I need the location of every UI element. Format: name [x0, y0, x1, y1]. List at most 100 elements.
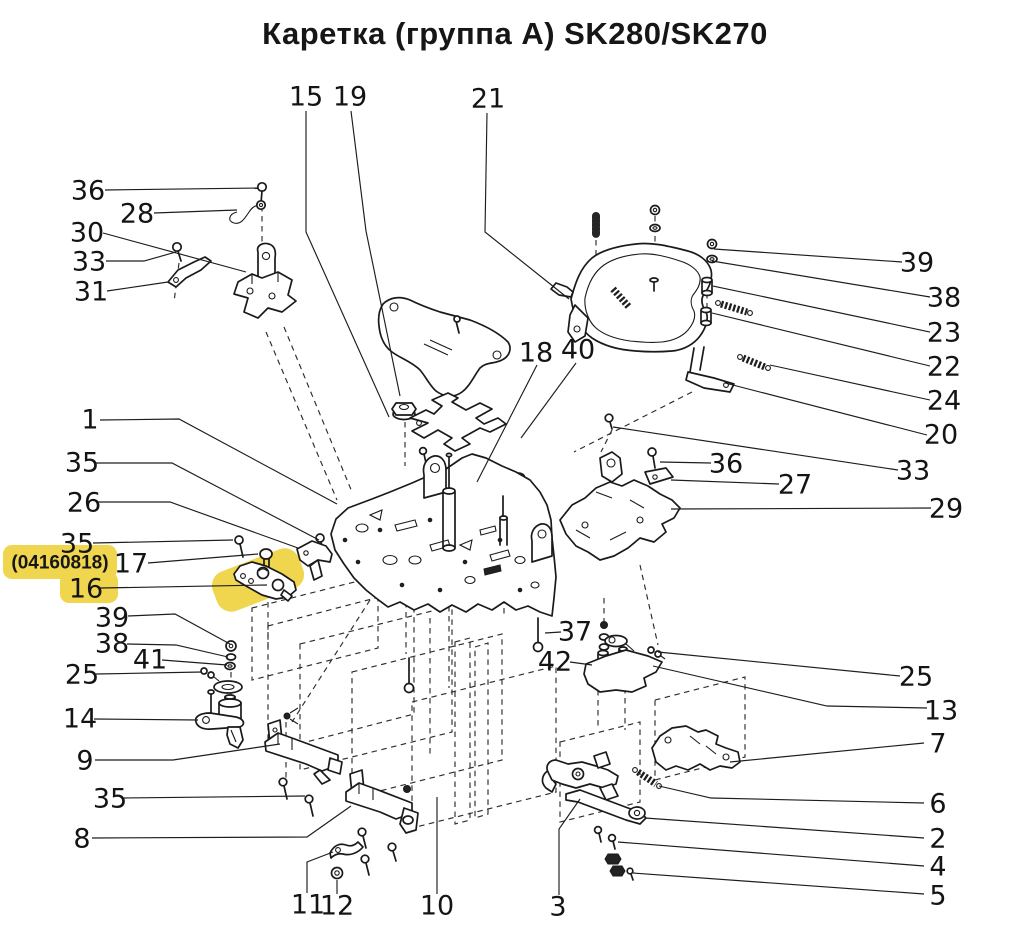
- part-label-r24: 24: [927, 386, 961, 417]
- leader-r29: [670, 507, 932, 510]
- part-label-b3: 3: [549, 892, 566, 923]
- part-label-l26: 26: [67, 488, 101, 519]
- page-title: Каретка (группа А) SK280/SK270: [262, 16, 768, 51]
- leader-r23: [712, 285, 931, 333]
- bracket-3: [541, 751, 619, 793]
- screws-4: [593, 825, 617, 850]
- leader-tl28: [153, 209, 238, 214]
- part-label-r33: 33: [896, 456, 930, 487]
- leader-l8: [91, 805, 352, 839]
- part-16-highlighted: [233, 561, 297, 602]
- part-label-l35b: 35: [60, 529, 94, 560]
- clip-25-right: [647, 646, 655, 654]
- construction-lines: [173, 206, 746, 829]
- hook-28: [229, 199, 267, 224]
- h-plate-18: [409, 392, 507, 452]
- leader-r27: [670, 479, 780, 485]
- leader-l1: [99, 418, 338, 505]
- part-label-l14: 14: [63, 704, 97, 735]
- leader-r2: [644, 817, 925, 839]
- part-label-r27: 27: [778, 470, 812, 501]
- screw-small-top-plate: [418, 446, 428, 464]
- leader-r33: [612, 426, 899, 471]
- part-label-t19: 19: [333, 82, 367, 113]
- leader-r4: [617, 841, 925, 867]
- part-label-m18: 18: [519, 338, 553, 369]
- part-label-r39: 39: [900, 248, 934, 279]
- leader-t15: [305, 111, 390, 418]
- part-label-r23: 23: [927, 318, 961, 349]
- part-label-r4: 4: [929, 852, 946, 883]
- plate-post-small: [499, 518, 508, 546]
- part-label-l41: 41: [133, 645, 167, 676]
- plate-ear-left: [422, 455, 447, 499]
- part-label-r22: 22: [927, 352, 961, 383]
- leader-l38: [126, 643, 229, 658]
- screw-36-top-left: [256, 181, 268, 204]
- part-label-l35a: 35: [65, 448, 99, 479]
- leader-m42: [569, 661, 593, 666]
- bracket-8: [345, 769, 419, 834]
- part-label-t15: 15: [289, 82, 323, 113]
- screws-35-below-9: [278, 777, 314, 817]
- part-label-r6: 6: [929, 789, 946, 820]
- leader-r22: [711, 312, 931, 367]
- part-label-r25: 25: [899, 662, 933, 693]
- latch-2: [565, 783, 647, 825]
- bushing-22: [700, 306, 712, 327]
- leader-l25: [95, 671, 203, 675]
- leader-m37: [544, 631, 562, 634]
- highlight-label-16-box: [60, 572, 118, 603]
- frame-21-left-prong: [550, 282, 574, 298]
- frame-21-leg: [689, 346, 705, 373]
- main-plate-1: [330, 452, 557, 617]
- bracket-29: [559, 451, 681, 561]
- part-label-r36: 36: [709, 449, 743, 480]
- part-label-l38: 38: [95, 629, 129, 660]
- nut-39-washer-38: [706, 238, 718, 264]
- part-label-tl28: 28: [120, 199, 154, 230]
- plate-post-large: [442, 491, 456, 549]
- screw-36-right: [647, 447, 657, 469]
- assembly-42: [583, 621, 666, 693]
- leader-l14: [93, 718, 199, 721]
- part-label-l1: 1: [81, 405, 98, 436]
- leader-r39: [713, 248, 903, 263]
- clip-11: [329, 841, 364, 859]
- leader-r6: [658, 785, 925, 804]
- nut-stack-39-38-left: [649, 204, 661, 233]
- leader-l35a: [96, 462, 320, 541]
- part-label-t21: 21: [471, 84, 505, 115]
- spring-23: [715, 300, 753, 316]
- part-label-l39: 39: [95, 603, 129, 634]
- leader-tl36: [104, 187, 259, 191]
- spring-6: [632, 767, 662, 789]
- nuts-5: [604, 853, 634, 881]
- leader-b3: [558, 798, 581, 895]
- plate-19: [377, 296, 511, 397]
- leader-l41: [161, 659, 228, 666]
- part-label-tl30: 30: [70, 218, 104, 249]
- leader-r5: [632, 872, 925, 895]
- leader-l17: [147, 553, 259, 564]
- bolt-long-center: [403, 657, 415, 694]
- leader-r38: [711, 260, 931, 298]
- part-label-l16: 16: [69, 574, 103, 605]
- part-label-l35c: 35: [93, 784, 127, 815]
- part-label-b12: 12: [320, 891, 354, 922]
- bolt-37: [532, 617, 544, 653]
- leader-l9: [95, 743, 281, 761]
- parts-layer: [167, 181, 771, 881]
- bracket-9: [264, 707, 343, 785]
- leader-r20: [724, 382, 928, 436]
- leader-tl33: [106, 251, 177, 262]
- part-label-r20: 20: [924, 420, 958, 451]
- leader-b11: [306, 851, 334, 893]
- leader-r24: [769, 364, 931, 401]
- part-label-l9: 9: [76, 746, 93, 777]
- part-label-r38: 38: [927, 283, 961, 314]
- part-label-tl33: 33: [72, 247, 106, 278]
- part-label-l8: 8: [73, 824, 90, 855]
